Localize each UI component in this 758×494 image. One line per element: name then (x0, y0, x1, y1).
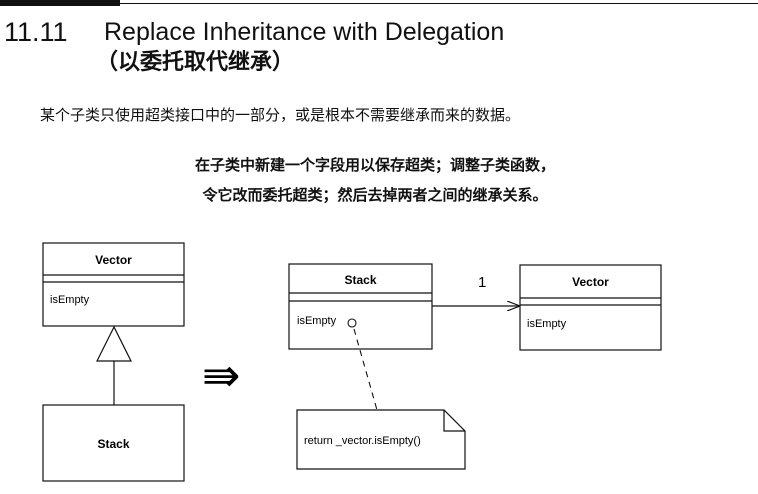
header-rule-thick (0, 0, 120, 6)
after-vector-name: Vector (572, 275, 609, 289)
solution-line-2: 令它改而委托超类；然后去掉两者之间的继承关系。 (202, 186, 548, 204)
before-vector-name: Vector (95, 253, 132, 267)
after-vector-class: Vector isEmpty (519, 264, 662, 351)
note-connector (353, 328, 378, 411)
after-stack-method: isEmpty (297, 315, 337, 327)
association-multiplicity: 1 (478, 274, 486, 291)
problem-statement: 某个子类只使用超类接口中的一部分，或是根本不需要继承而来的数据。 (40, 106, 521, 124)
code-note: return _vector.isEmpty() (296, 409, 466, 470)
refactor-arrow-icon: ⇛ (202, 348, 241, 402)
before-vector-class: Vector isEmpty (42, 242, 185, 327)
after-vector-method: isEmpty (527, 318, 567, 330)
after-stack-class: Stack isEmpty (288, 263, 433, 350)
before-stack-name: Stack (97, 437, 129, 451)
before-vector-method: isEmpty (50, 294, 90, 306)
header-rule-thin (120, 3, 758, 4)
inheritance-arrow (96, 325, 132, 405)
note-text: return _vector.isEmpty() (304, 435, 421, 447)
delegation-association: 1 (432, 274, 520, 306)
solution-statement: 在子类中新建一个字段用以保存超类；调整子类函数， 令它改而委托超类；然后去掉两者… (90, 150, 660, 210)
note-anchor-icon (347, 318, 357, 328)
section-number: 11.11 (4, 17, 68, 47)
before-stack-class: Stack (42, 404, 185, 482)
solution-line-1: 在子类中新建一个字段用以保存超类；调整子类函数， (194, 156, 555, 174)
after-stack-name: Stack (344, 273, 376, 287)
section-title: Replace Inheritance with Delegation (104, 18, 505, 46)
section-subtitle: （以委托取代继承） (96, 50, 295, 75)
